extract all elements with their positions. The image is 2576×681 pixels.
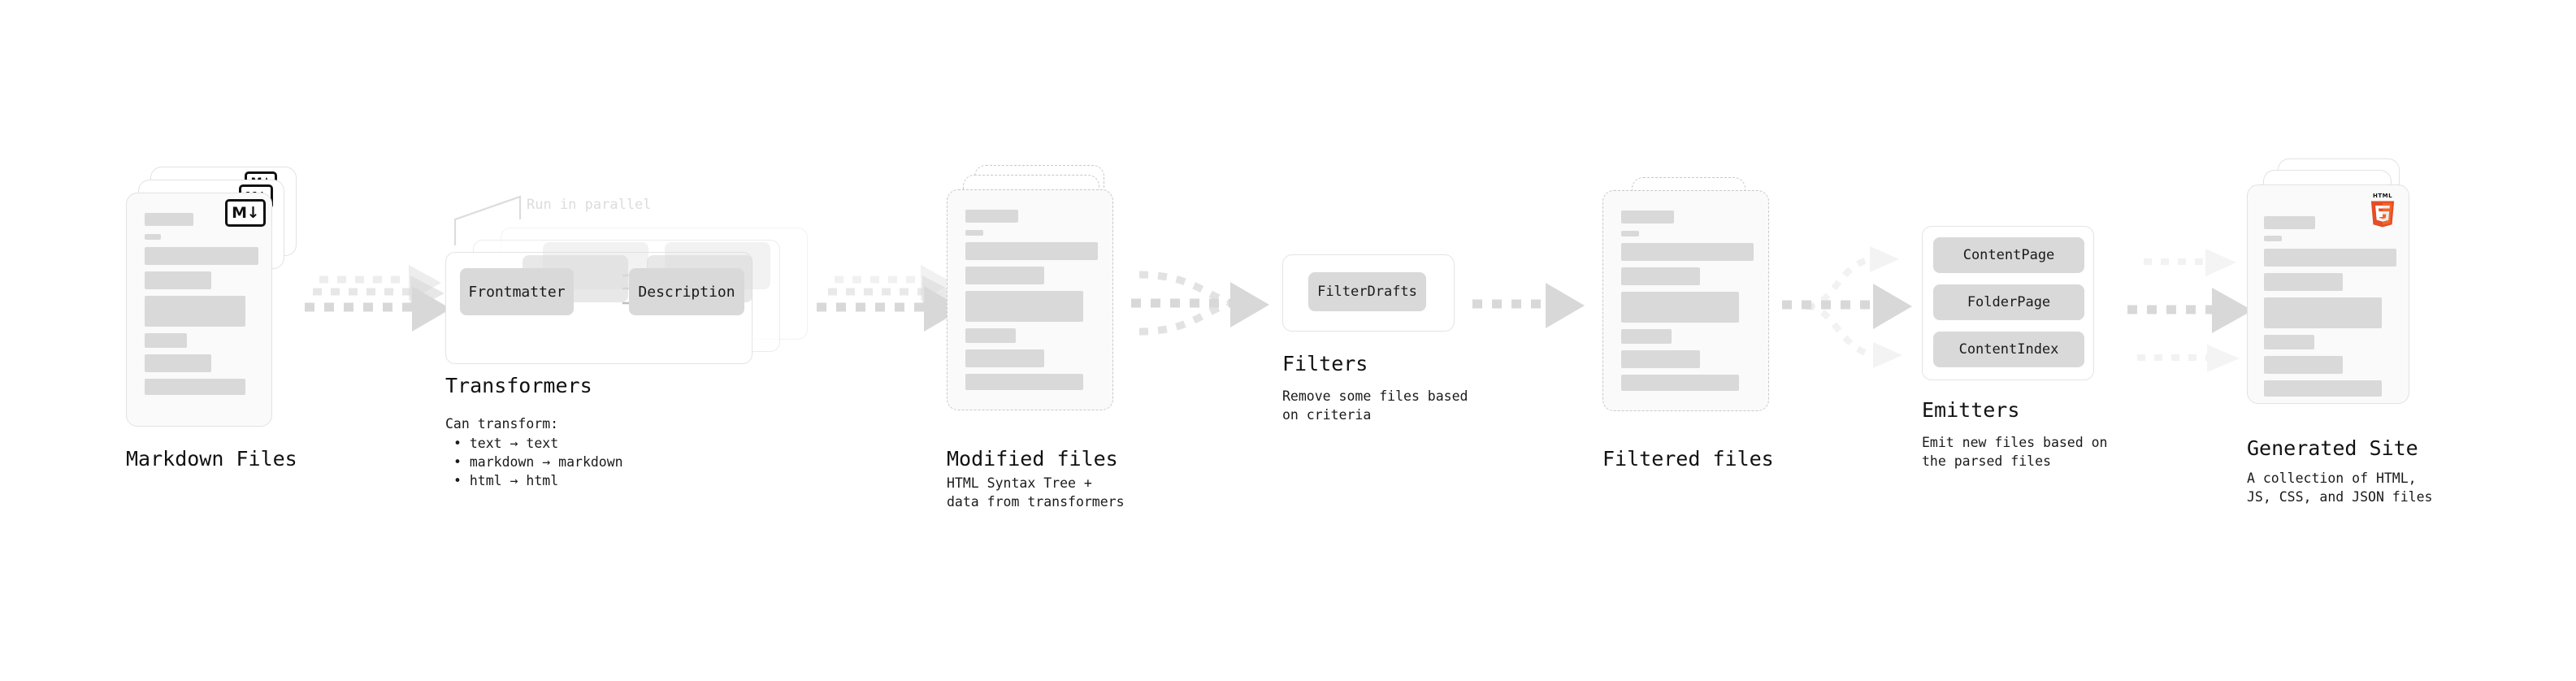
skeleton-bar — [965, 328, 1016, 343]
callout-label-run-in-parallel: Run in parallel — [527, 197, 652, 213]
stage-desc-generated-site: A collection of HTML, JS, CSS, and JSON … — [2247, 471, 2433, 505]
skeleton-bar — [2264, 236, 2282, 241]
chip-filterdrafts[interactable]: FilterDrafts — [1308, 272, 1426, 311]
skeleton-bar — [145, 333, 187, 348]
skeleton-bar — [965, 349, 1044, 367]
stage-filtered-files: Filtered files — [1602, 177, 1781, 471]
skeleton-bar — [1621, 329, 1672, 344]
chip-contentpage[interactable]: ContentPage — [1933, 237, 2084, 273]
html5-badge-wordmark: HTML — [2372, 193, 2393, 199]
html5-shield-icon — [2370, 201, 2395, 228]
skeleton-bar — [965, 374, 1083, 390]
skeleton-bar — [965, 230, 983, 236]
bullet-item: • html → html — [453, 473, 559, 488]
skeleton-bar — [2264, 249, 2396, 267]
stage-title-transformers: Transformers — [445, 374, 592, 397]
chip-folderpage[interactable]: FolderPage — [1933, 284, 2084, 320]
conn-modified-to-filters — [1131, 271, 1269, 336]
modified-card-front — [947, 189, 1113, 410]
conn-transformers-to-modified — [817, 265, 963, 332]
skeleton-bar — [1621, 243, 1754, 261]
stage-title-filters: Filters — [1282, 352, 1368, 375]
stage-generated-site: CSS HTML — [2247, 158, 2434, 505]
stage-desc-emitters: Emit new files based on the parsed files — [1922, 435, 2108, 469]
skeleton-bar — [145, 234, 161, 240]
filtered-card-front — [1602, 190, 1769, 411]
stage-title-filtered-files: Filtered files — [1602, 447, 1774, 471]
skeleton-bar — [1621, 267, 1700, 285]
stage-title-markdown-files: Markdown Files — [126, 447, 297, 471]
stage-desc-filters: Remove some files based on criteria — [1282, 388, 1468, 423]
conn-emitters-to-site — [2127, 249, 2253, 372]
stage-desc-transformers: Can transform: — [445, 416, 559, 432]
conn-markdown-to-transformers — [305, 265, 451, 332]
stage-markdown-files: M↓ M↓ M↓ Markdown Files — [126, 167, 305, 471]
stage-title-modified-files: Modified files — [947, 447, 1118, 471]
markdown-badge-front: M↓ — [225, 199, 266, 227]
chip-frontmatter[interactable]: Frontmatter — [460, 268, 574, 315]
skeleton-bar — [145, 354, 211, 372]
transformers-bullet-list: • text → text • markdown → markdown • ht… — [453, 434, 623, 490]
chip-description[interactable]: Description — [629, 268, 744, 315]
skeleton-bar — [145, 296, 245, 327]
stage-title-emitters: Emitters — [1922, 398, 2020, 422]
conn-filtered-to-emitters — [1782, 246, 1912, 368]
markdown-card-stack: M↓ M↓ M↓ — [126, 167, 305, 427]
bullet-item: • text → text — [453, 436, 559, 451]
run-in-parallel-callout — [453, 195, 522, 245]
site-card-stack: CSS HTML — [2247, 158, 2434, 427]
skeleton-bar — [965, 267, 1044, 284]
skeleton-bar — [1621, 350, 1700, 368]
skeleton-bar — [1621, 292, 1739, 323]
chip-contentindex[interactable]: ContentIndex — [1933, 332, 2084, 367]
conn-filters-to-filtered — [1472, 283, 1585, 328]
skeleton-bar — [145, 271, 211, 289]
skeleton-bar — [145, 213, 193, 226]
skeleton-bar — [145, 379, 245, 395]
skeleton-bar — [145, 247, 258, 265]
skeleton-bar — [965, 242, 1098, 260]
skeleton-bar — [2264, 273, 2343, 291]
skeleton-bar — [2264, 335, 2314, 349]
skeleton-bar — [2264, 380, 2382, 397]
skeleton-bar — [2264, 216, 2315, 229]
stage-title-generated-site: Generated Site — [2247, 436, 2418, 460]
filtered-card-stack — [1602, 177, 1781, 437]
stage-modified-files: Modified files HTML Syntax Tree + data f… — [947, 165, 1125, 510]
skeleton-bar — [1621, 210, 1674, 223]
stage-desc-modified-files: HTML Syntax Tree + data from transformer… — [947, 475, 1125, 510]
markdown-card-front — [126, 193, 272, 427]
bullet-item: • markdown → markdown — [453, 454, 623, 470]
html5-badge: HTML — [2367, 193, 2398, 228]
skeleton-bar — [1621, 231, 1639, 236]
skeleton-bar — [2264, 297, 2382, 328]
modified-card-stack — [947, 165, 1125, 425]
skeleton-bar — [1621, 375, 1739, 391]
skeleton-bar — [2264, 356, 2343, 374]
skeleton-bar — [965, 210, 1018, 223]
skeleton-bar — [965, 291, 1083, 322]
